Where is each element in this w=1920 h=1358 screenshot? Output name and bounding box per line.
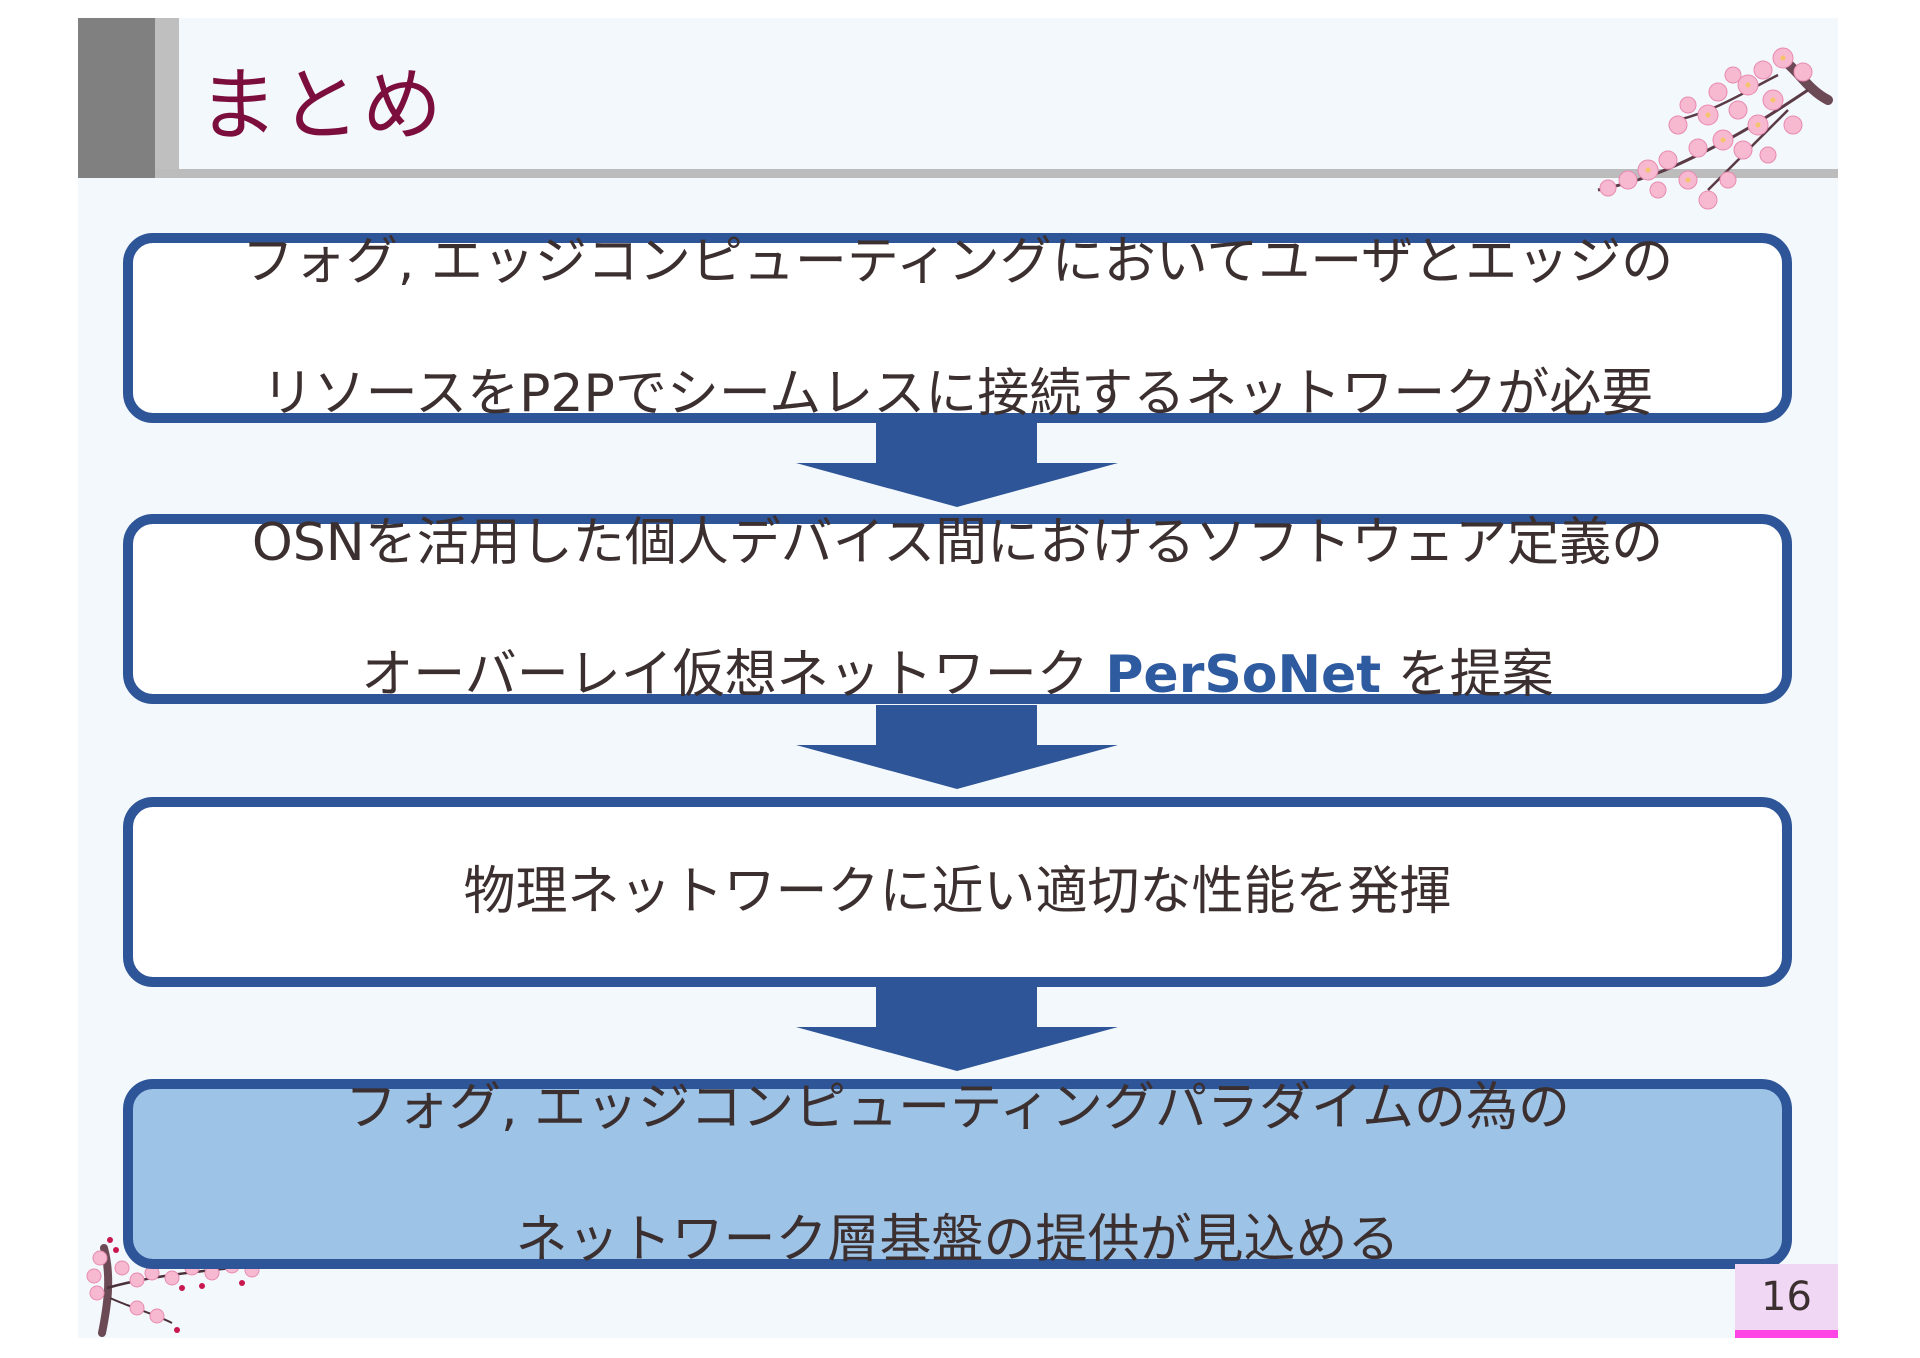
step-3-line-1: 物理ネットワークに近い適切な性能を発揮: [463, 862, 1452, 922]
flow-step-1: フォグ, エッジコンピューティングにおいてユーザとエッジの リソースをP2Pでシ…: [123, 232, 1792, 424]
flow-step-2: OSNを活用した個人デバイス間におけるソフトウェア定義の オーバーレイ仮想ネット…: [123, 513, 1792, 705]
page-number: 16: [1735, 1264, 1838, 1338]
step-2-line-2-prefix: オーバーレイ仮想ネットワーク: [361, 645, 1106, 705]
flow-step-4-conclusion: フォグ, エッジコンピューティングパラダイムの為の ネットワーク層基盤の提供が見…: [123, 1078, 1792, 1270]
step-1-line-2: リソースをP2Pでシームレスに接続するネットワークが必要: [261, 364, 1654, 424]
cherry-blossom-icon: [1597, 47, 1833, 210]
title-accent-block: [78, 18, 155, 178]
step-4-line-1: フォグ, エッジコンピューティングパラダイムの為の: [345, 1078, 1570, 1138]
slide: まとめ: [78, 18, 1838, 1338]
down-arrow-icon: [796, 705, 1118, 789]
step-2-line-2-suffix: を提案: [1381, 645, 1554, 705]
title-underline: [155, 169, 1838, 178]
step-2-line-1: OSNを活用した個人デバイス間におけるソフトウェア定義の: [251, 513, 1664, 573]
slide-title: まとめ: [198, 59, 444, 152]
project-name-personet: PerSoNet: [1105, 645, 1382, 705]
title-accent-strip: [155, 18, 179, 178]
down-arrow-icon: [796, 987, 1118, 1071]
flow-step-3: 物理ネットワークに近い適切な性能を発揮: [123, 797, 1792, 987]
step-2-line-2: オーバーレイ仮想ネットワーク PerSoNet を提案: [252, 642, 1663, 708]
down-arrow-icon: [796, 423, 1118, 507]
step-4-line-2: ネットワーク層基盤の提供が見込める: [515, 1210, 1400, 1270]
step-1-line-1: フォグ, エッジコンピューティングにおいてユーザとエッジの: [241, 232, 1674, 292]
